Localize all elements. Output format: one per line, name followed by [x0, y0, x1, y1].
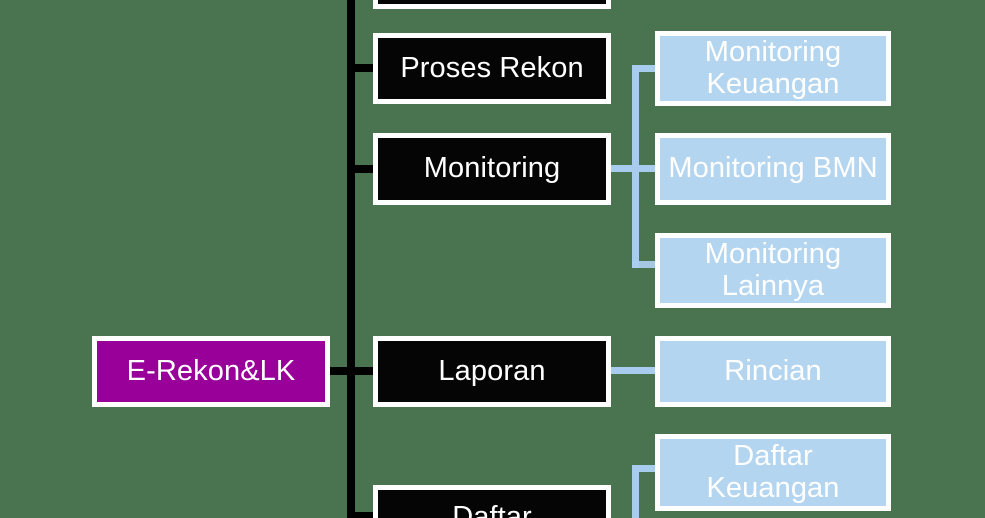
connector-root-to-trunk [327, 367, 353, 375]
daftar-bus-vertical [632, 465, 639, 518]
node-root-e-rekon-lk[interactable]: E-Rekon&LK [92, 336, 330, 407]
connector-trunk-to-monitoring [351, 165, 377, 173]
connector-bus-to-monitoring-keuangan [632, 65, 658, 72]
connector-bus-to-monitoring-lainnya [632, 261, 658, 268]
connector-bus-to-daftar-keuangan [632, 465, 658, 472]
connector-bus-to-monitoring-bmn [632, 165, 658, 172]
trunk-vertical-black [347, 0, 355, 518]
node-daftar[interactable]: Daftar [373, 485, 611, 518]
connector-monitoring-to-bus [611, 165, 639, 172]
connector-trunk-to-daftar [351, 512, 377, 518]
connector-laporan-to-rincian [611, 367, 659, 374]
node-monitoring-bmn[interactable]: Monitoring BMN [655, 133, 891, 205]
node-laporan[interactable]: Laporan [373, 336, 611, 407]
node-level1-partial-top[interactable] [373, 0, 611, 9]
node-daftar-keuangan[interactable]: Daftar Keuangan [655, 434, 891, 511]
node-monitoring-lainnya[interactable]: Monitoring Lainnya [655, 233, 891, 308]
node-rincian[interactable]: Rincian [655, 336, 891, 407]
node-proses-rekon[interactable]: Proses Rekon [373, 33, 611, 104]
node-monitoring[interactable]: Monitoring [373, 133, 611, 205]
node-monitoring-keuangan[interactable]: Monitoring Keuangan [655, 31, 891, 106]
connector-trunk-to-proses-rekon [351, 64, 377, 72]
connector-trunk-to-laporan [351, 367, 377, 375]
